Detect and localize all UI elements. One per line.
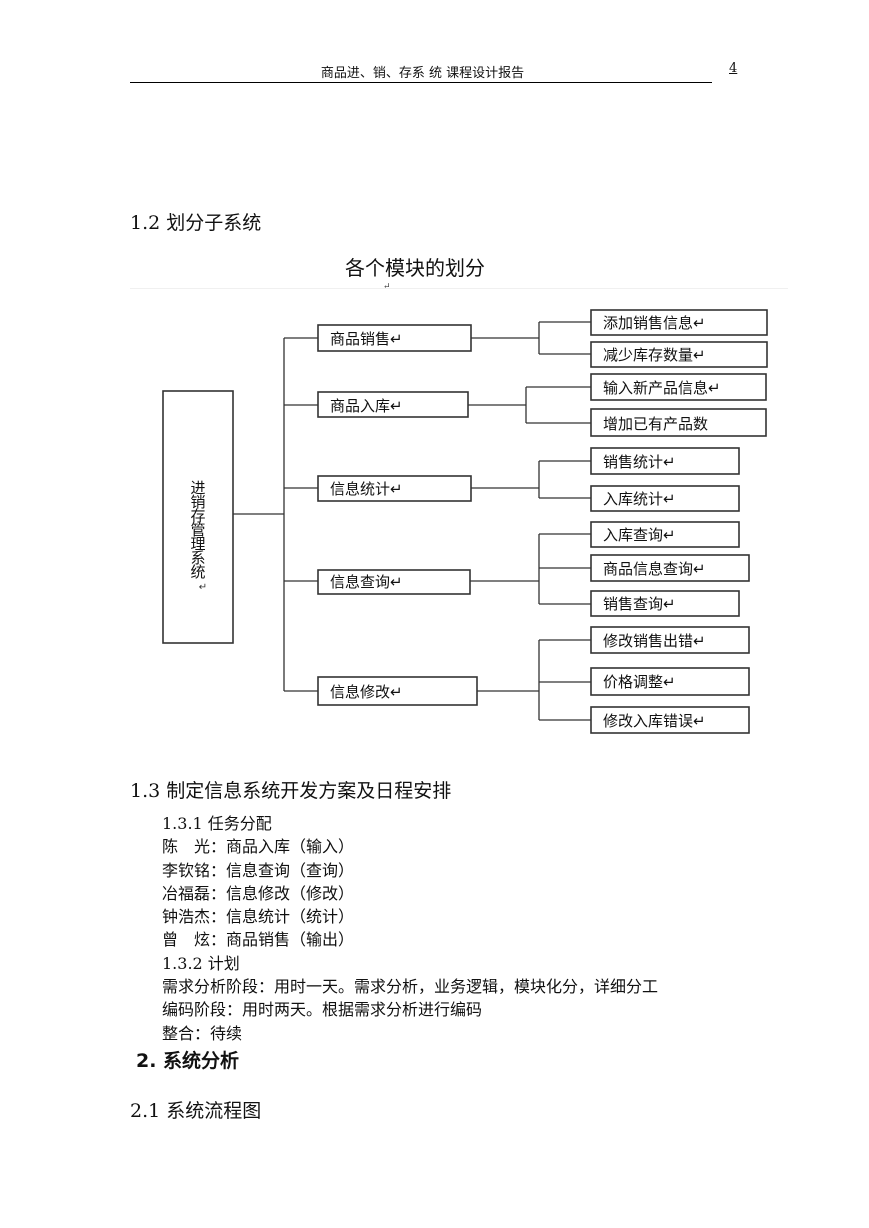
leaf-sales-statistics: 销售统计↵ xyxy=(603,453,676,471)
leaf-stock-in-query: 入库查询↵ xyxy=(603,526,676,544)
line-task-zeng: 曾 炫：商品销售（输出） xyxy=(162,930,355,950)
leaf-sales-query: 销售查询↵ xyxy=(603,595,676,613)
line-task-chen: 陈 光：商品入库（输入） xyxy=(162,837,355,857)
root-char-7: 统 xyxy=(190,563,205,581)
header-rule xyxy=(130,82,712,83)
leaf-product-info-query: 商品信息查询↵ xyxy=(603,560,706,578)
root-char-4: 管 xyxy=(190,521,205,539)
line-plan-coding: 编码阶段：用时两天。根据需求分析进行编码 xyxy=(162,1000,483,1020)
leaf-reduce-stock: 减少库存数量↵ xyxy=(603,346,706,364)
caption-return-mark: ↵ xyxy=(383,282,391,292)
module-label-modify: 信息修改↵ xyxy=(330,683,403,701)
page-number: 4 xyxy=(729,61,738,76)
section-heading-2: 2. 系统分析 xyxy=(136,1050,240,1072)
leaf-fix-sales-error: 修改销售出错↵ xyxy=(603,632,706,650)
root-char-5: 理 xyxy=(190,535,205,553)
module-label-query: 信息查询↵ xyxy=(330,573,403,591)
leaf-input-new-product: 输入新产品信息↵ xyxy=(603,379,721,397)
line-task-li: 李钦铭：信息查询（查询） xyxy=(162,860,355,880)
line-1-3-1-heading: 1.3.1 任务分配 xyxy=(162,814,272,833)
caption-rule xyxy=(130,288,788,289)
root-char-1: 进 xyxy=(190,479,205,497)
leaf-fix-stock-in-error: 修改入库错误↵ xyxy=(603,712,706,730)
root-return-mark: ↵ xyxy=(199,582,207,593)
section-heading-1-3: 1.3 制定信息系统开发方案及日程安排 xyxy=(130,780,452,802)
section-1-3-body: 1.3.1 任务分配 陈 光：商品入库（输入） 李钦铭：信息查询（查询） 冶福磊… xyxy=(162,812,658,1045)
line-plan-integration: 整合：待续 xyxy=(162,1023,243,1043)
line-plan-analysis: 需求分析阶段：用时一天。需求分析，业务逻辑，模块化分，详细分工 xyxy=(162,977,659,997)
root-char-6: 系 xyxy=(190,549,205,567)
leaf-stock-in-statistics: 入库统计↵ xyxy=(603,490,676,508)
section-heading-1-2: 1.2 划分子系统 xyxy=(130,212,262,234)
root-char-3: 存 xyxy=(190,507,205,525)
module-label-statistics: 信息统计↵ xyxy=(330,480,403,498)
figure-caption: 各个模块的划分 xyxy=(345,256,485,280)
section-heading-2-1: 2.1 系统流程图 xyxy=(130,1100,262,1122)
leaf-price-adjustment: 价格调整↵ xyxy=(603,673,676,691)
module-label-stock-in: 商品入库↵ xyxy=(330,397,403,415)
leaf-increase-product-qty: 增加已有产品数 xyxy=(603,415,708,433)
root-char-2: 销 xyxy=(190,493,205,511)
leaf-add-sales-info: 添加销售信息↵ xyxy=(603,314,706,332)
line-1-3-2-heading: 1.3.2 计划 xyxy=(162,953,240,973)
module-label-sales: 商品销售↵ xyxy=(330,330,403,348)
diagram-root-node: 进 销 存 管 理 系 统 ↵ xyxy=(190,479,207,593)
page-header-title: 商品进、销、存系 统 课程设计报告 xyxy=(320,66,525,81)
line-task-zhong: 钟浩杰：信息统计（统计） xyxy=(162,907,355,927)
line-task-ye: 冶福磊：信息修改（修改） xyxy=(162,883,355,903)
